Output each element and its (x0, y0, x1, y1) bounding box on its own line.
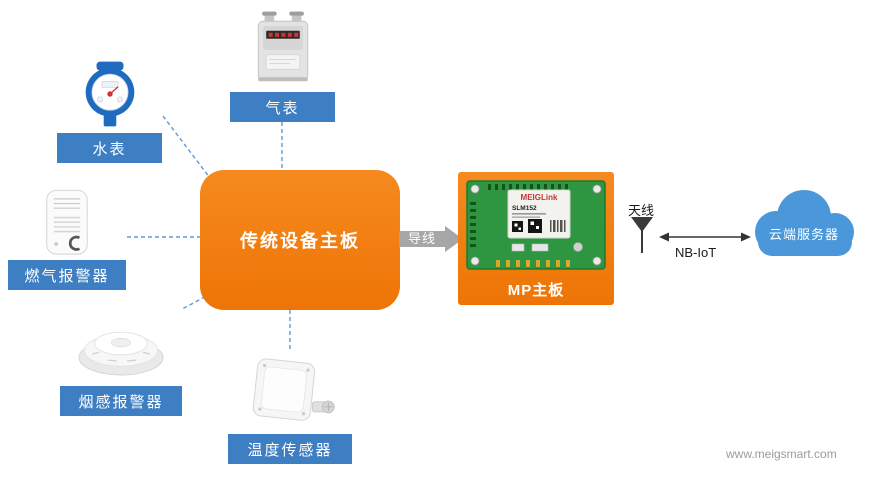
cloud-label: 云端服务器 (768, 227, 839, 242)
gas-alarm-photo (8, 185, 126, 260)
antenna-icon (631, 217, 653, 253)
device-label: 水表 (57, 133, 162, 163)
watermark: www.meigsmart.com (726, 447, 837, 461)
double-arrow-icon (659, 232, 751, 242)
wire-arrow: 导线 (399, 226, 463, 252)
device-label: 烟感报警器 (60, 386, 182, 416)
mp-board-label: MP主板 (507, 282, 565, 299)
device-card-temperature-sensor: 温度传感器 (228, 352, 352, 464)
pcb-model-text: SLM152 (512, 205, 537, 212)
smoke-alarm-icon (78, 331, 164, 376)
device-label: 燃气报警器 (8, 260, 126, 290)
wire-arrow-icon (399, 226, 463, 252)
pcb-brand-text: MEIGLink (521, 193, 558, 202)
antenna-label: 天线 (628, 203, 655, 218)
smoke-alarm-photo (60, 308, 182, 386)
connector-water-meter (162, 115, 214, 183)
water-meter-photo (57, 55, 162, 133)
pcb-module-photo: MEIGLink SLM152 (466, 180, 606, 270)
gas-meter-photo (230, 8, 335, 92)
device-label: 气表 (230, 92, 335, 122)
temperature-sensor-icon (252, 358, 335, 421)
gas-alarm-icon (46, 189, 88, 255)
device-card-gas-alarm: 燃气报警器 (8, 185, 126, 290)
legacy-mainboard-label: 传统设备主板 (240, 231, 360, 251)
nbiot-label: NB-IoT (675, 245, 717, 260)
wire-label: 导线 (407, 231, 436, 246)
device-card-gas-meter: 气表 (230, 8, 335, 122)
mp-board: MEIGLink SLM152 M (458, 172, 614, 305)
temperature-sensor-photo (228, 352, 352, 434)
legacy-mainboard: 传统设备主板 (200, 170, 400, 310)
device-card-water-meter: 水表 (57, 55, 162, 163)
cloud-icon (755, 190, 854, 256)
gas-meter-icon (257, 11, 308, 82)
device-card-smoke-alarm: 烟感报警器 (60, 308, 182, 416)
device-label: 温度传感器 (228, 434, 352, 464)
water-meter-icon (85, 61, 134, 127)
cloud-server: 云端服务器 (742, 186, 866, 270)
